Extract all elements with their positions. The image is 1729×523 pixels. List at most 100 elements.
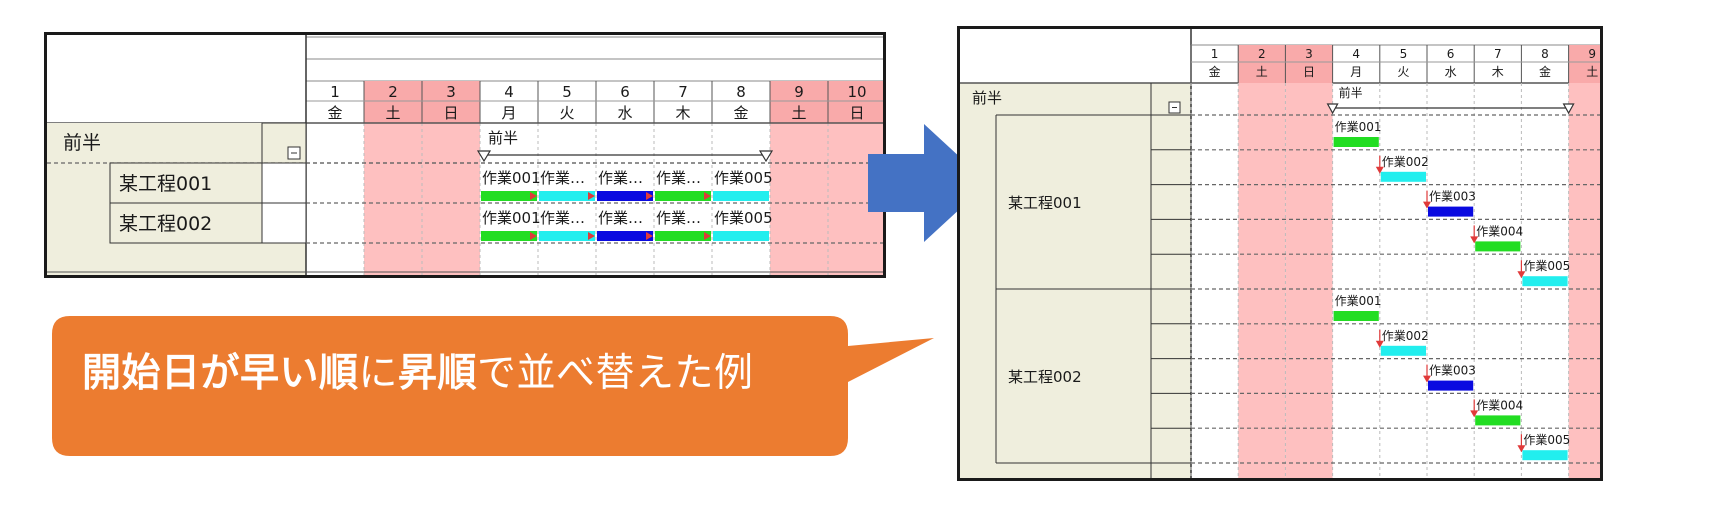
day-of-week: 金 [1539, 64, 1551, 79]
task-label: 作業… [540, 169, 585, 187]
task-label: 作業003 [1429, 190, 1476, 204]
task-label: 作業005 [1523, 433, 1570, 447]
dependency-arrow [646, 232, 653, 240]
task-bar [1333, 311, 1379, 321]
task-label: 作業005 [1523, 259, 1570, 273]
dependency-arrow [1375, 166, 1384, 174]
day-of-week: 土 [791, 104, 806, 122]
weekend-column [1568, 83, 1600, 478]
task-bar [539, 191, 595, 201]
task-bar [655, 231, 711, 241]
task-bar [1522, 276, 1568, 287]
weekend-column [770, 123, 828, 275]
task-bar [1428, 380, 1474, 391]
dependency-arrow [530, 192, 537, 200]
day-number: 8 [1541, 47, 1549, 61]
summary-start-marker [476, 150, 492, 163]
summary-end-marker [1562, 103, 1575, 115]
day-of-week: 金 [327, 104, 342, 122]
day-header-weekend [1285, 45, 1333, 83]
day-of-week: 火 [559, 104, 574, 122]
task-label: 作業… [656, 169, 701, 187]
day-number: 3 [446, 83, 456, 101]
task-label: 作業001 [482, 169, 541, 187]
summary-end-marker [758, 150, 774, 163]
weekend-column [1285, 83, 1333, 478]
task-bar [1475, 415, 1521, 426]
day-of-week: 水 [1445, 65, 1457, 79]
summary-label: 前半 [488, 129, 518, 147]
dependency-arrow [704, 192, 711, 200]
callout-text: 開始日が早い順に昇順で並べ替えた例 [82, 346, 754, 402]
dependency-arrow [1470, 236, 1479, 244]
dependency-arrow [1423, 375, 1431, 383]
day-header-weekend [770, 81, 828, 123]
day-number: 2 [1258, 47, 1266, 61]
day-number: 1 [1211, 47, 1219, 61]
task-bar [713, 231, 769, 241]
day-header-weekend [828, 81, 883, 123]
task-label: 作業001 [1335, 120, 1382, 134]
day-number: 7 [1494, 47, 1502, 61]
task-bar [481, 191, 537, 201]
task-label: 作業… [598, 209, 643, 227]
day-of-week: 金 [733, 104, 748, 122]
weekend-column [1238, 83, 1286, 478]
right-arrow-icon [868, 124, 988, 242]
dependency-arrow [1517, 271, 1526, 279]
day-number: 9 [1588, 47, 1596, 61]
dependency-arrow [1423, 201, 1431, 209]
day-number: 1 [330, 83, 340, 101]
task-label: 作業004 [1476, 224, 1523, 238]
callout-bubble [52, 316, 934, 456]
task-label: 作業003 [1429, 364, 1476, 378]
day-number: 5 [1400, 47, 1408, 61]
task-label: 作業001 [482, 209, 541, 227]
day-header-weekend [422, 81, 480, 123]
task-bar [713, 191, 769, 201]
callout-text-plain-2: で並べ替えた例 [477, 351, 754, 396]
day-of-week: 月 [501, 104, 516, 122]
day-header-weekend [364, 81, 422, 123]
dependency-arrow [1517, 445, 1526, 453]
task-label: 作業… [656, 209, 701, 227]
process-label: 某工程002 [1008, 368, 1082, 386]
dependency-arrow [530, 232, 537, 240]
dependency-arrow [1470, 410, 1479, 418]
day-of-week: 日 [443, 104, 458, 122]
day-of-week: 日 [1303, 65, 1315, 79]
task-label: 作業002 [1382, 155, 1429, 169]
day-of-week: 金 [1209, 64, 1221, 79]
task-bar [655, 191, 711, 201]
day-number: 3 [1305, 47, 1313, 61]
day-of-week: 火 [1397, 65, 1409, 79]
process-label: 某工程001 [119, 173, 212, 195]
group-label: 前半 [972, 89, 1002, 107]
gantt-grid-after[interactable]: 1金2土3日4月5火6水7木8金9土前半前半某工程001作業001作業002作業… [960, 29, 1600, 478]
callout-text-plain-1: に [358, 351, 399, 396]
task-bar [597, 191, 653, 201]
day-number: 5 [562, 83, 572, 101]
weekend-column [422, 123, 480, 275]
callout-text-emphasis-2: 昇順 [398, 351, 478, 396]
weekend-column [364, 123, 422, 275]
day-number: 6 [620, 83, 630, 101]
day-number: 7 [678, 83, 688, 101]
day-number: 4 [1352, 47, 1360, 61]
task-label: 作業002 [1382, 329, 1429, 343]
day-of-week: 土 [1586, 65, 1598, 79]
day-of-week: 水 [617, 104, 632, 122]
day-number: 2 [388, 83, 398, 101]
gantt-grid-before[interactable]: 1金2土3日4月5火6水7木8金9土10日前半某工程001某工程002前半作業0… [47, 35, 883, 275]
task-bar [1428, 206, 1474, 217]
task-label: 作業… [540, 209, 585, 227]
task-bar [597, 231, 653, 241]
process-label-cell [109, 202, 263, 244]
day-number: 4 [504, 83, 514, 101]
task-bar [481, 231, 537, 241]
label-panel [960, 83, 1191, 478]
process-extra-cell [261, 202, 307, 244]
task-bar [1475, 241, 1521, 252]
